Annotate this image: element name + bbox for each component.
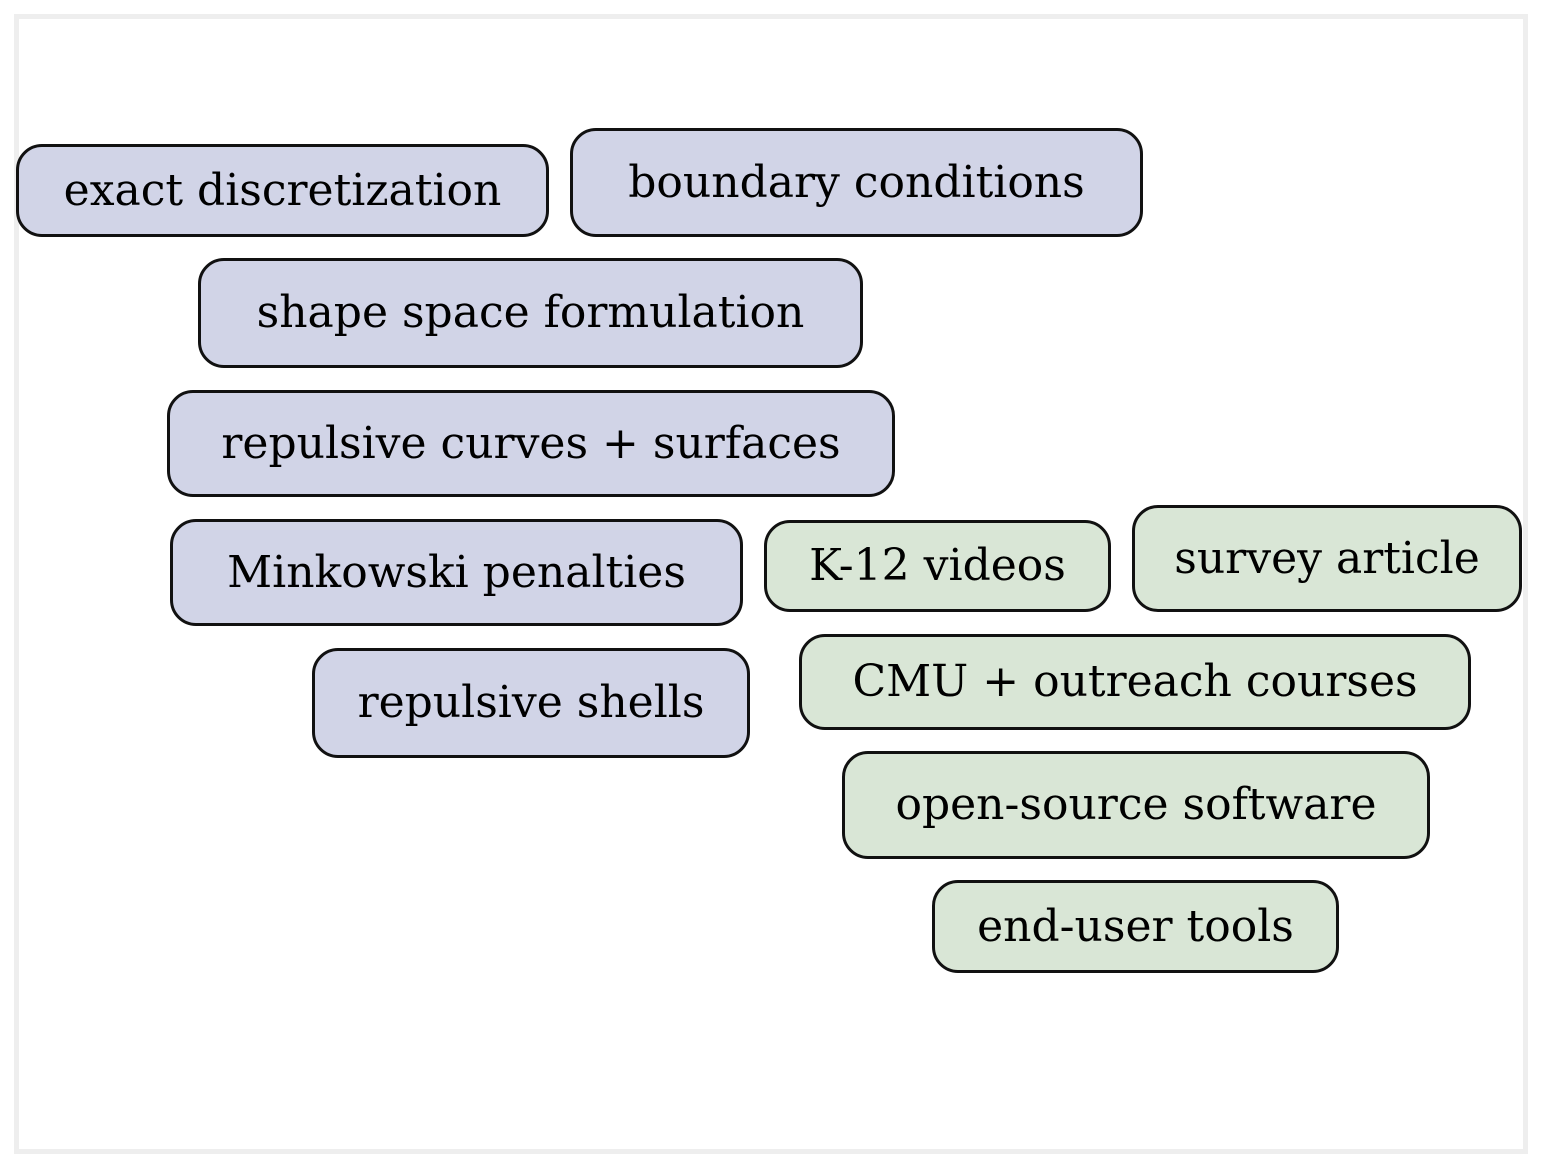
tag-boundary-conditions: boundary conditions [570,128,1143,237]
tag-cmu-outreach-courses: CMU + outreach courses [799,634,1471,730]
tag-survey-article: survey article [1132,505,1522,612]
tag-shape-space-formulation: shape space formulation [198,258,863,368]
tag-minkowski-penalties: Minkowski penalties [170,519,743,626]
tag-repulsive-curves-surfaces: repulsive curves + surfaces [167,390,895,497]
tag-end-user-tools: end-user tools [932,880,1339,973]
tag-exact-discretization: exact discretization [16,144,549,237]
tag-repulsive-shells: repulsive shells [312,648,750,758]
tag-k12-videos: K-12 videos [764,520,1111,612]
tag-open-source-software: open-source software [842,751,1430,859]
